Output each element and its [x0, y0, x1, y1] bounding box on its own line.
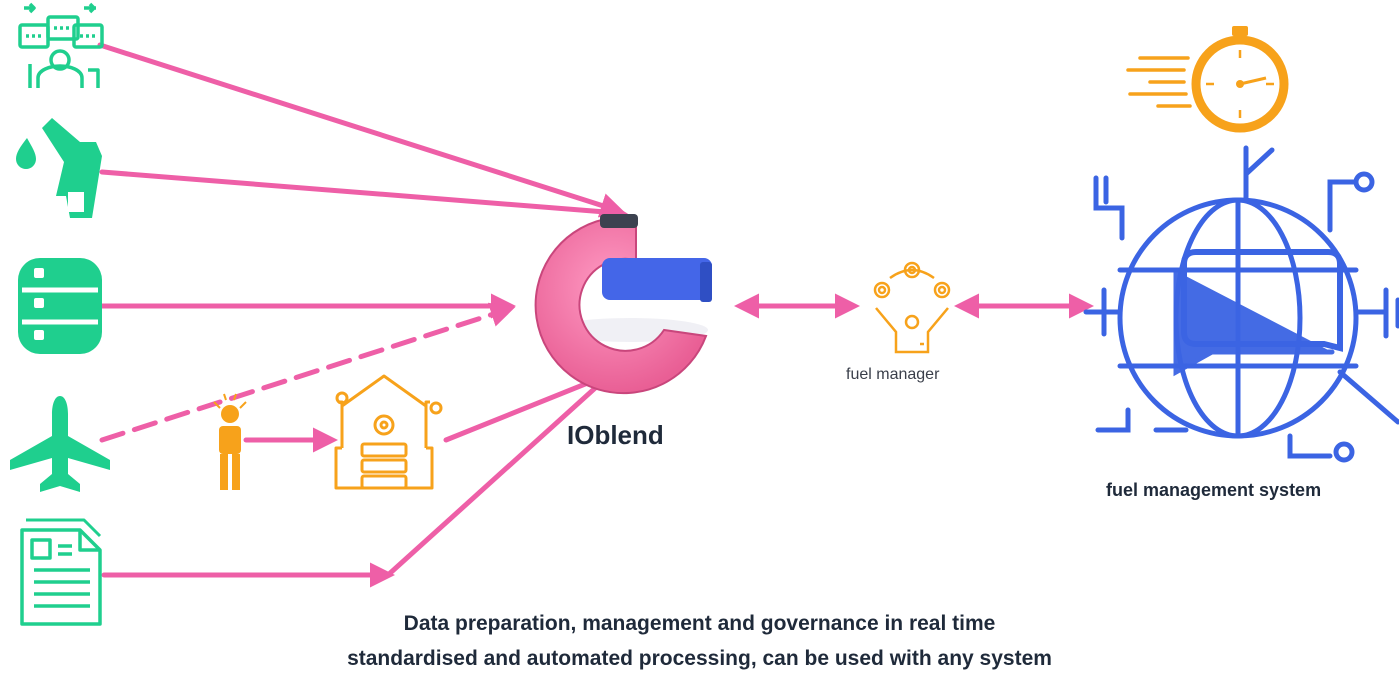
people-communication-icon [18, 2, 104, 88]
hub-label: IOblend [567, 420, 664, 450]
juggler-gears-icon [873, 261, 951, 354]
connector-communication-to-hub [97, 42, 626, 218]
document-icon [20, 518, 102, 626]
engineer-person-icon [213, 393, 247, 490]
smart-building-icon [334, 374, 443, 490]
database-icon [18, 258, 102, 354]
connector-junction-to-hub [385, 355, 632, 578]
caption-line-2: standardised and automated processing, c… [347, 647, 1052, 670]
connectors [97, 42, 1094, 588]
fuel-nozzle-icon [16, 118, 102, 218]
fuel-management-system-label: fuel management system [1106, 480, 1322, 500]
connector-fuel-to-hub [99, 169, 628, 225]
ioblend-logo-icon [534, 214, 712, 395]
caption-line-1: Data preparation, management and governa… [403, 612, 996, 635]
stopwatch-icon [1126, 26, 1289, 133]
connector-airplane-to-hub-dashed [99, 302, 516, 443]
globe-chat-network-icon [1083, 145, 1399, 463]
fuel-manager-label: fuel manager [846, 366, 940, 383]
airplane-icon [10, 396, 110, 492]
